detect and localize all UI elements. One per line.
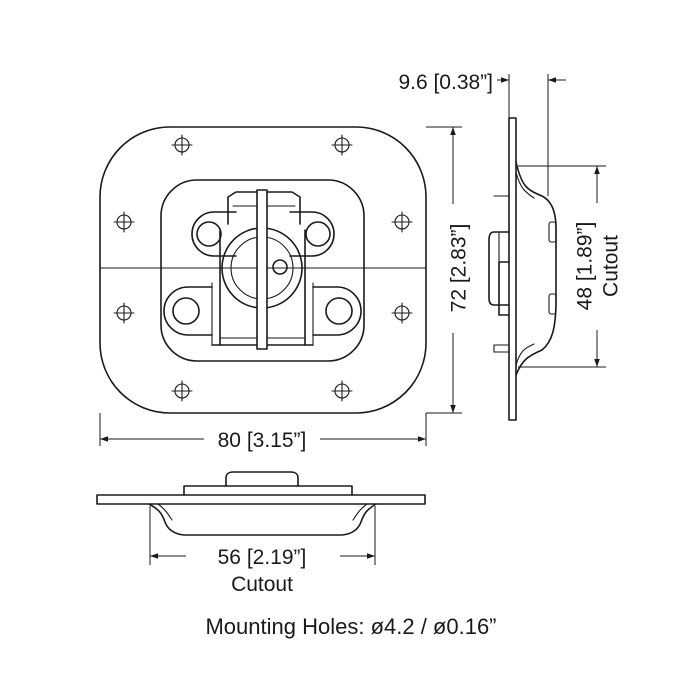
recess-dish <box>160 179 365 362</box>
cutout-width-note: Cutout <box>231 573 293 596</box>
handle-bar <box>256 189 268 350</box>
mounting-hole-icon <box>113 211 135 233</box>
mounting-hole-icon <box>171 134 193 156</box>
front-view <box>99 126 427 414</box>
dimension-lines <box>99 74 606 565</box>
mounting-hole-icon <box>391 211 413 233</box>
thickness-label: 9.6 [0.38”] <box>398 71 493 94</box>
cutout-height-note: Cutout <box>600 235 623 297</box>
cutout-width-label: 56 [2.19”] <box>218 546 307 569</box>
bottom-view <box>96 471 426 536</box>
height-label: 72 [2.83”] <box>448 224 471 313</box>
side-dish-profile <box>515 161 557 376</box>
lower-lugs <box>163 286 362 336</box>
flange-plate <box>99 126 427 414</box>
latch-body <box>211 189 314 350</box>
width-label: 80 [3.15”] <box>218 429 307 452</box>
mounting-holes-note: Mounting Holes: ø4.2 / ø0.16” <box>205 614 496 639</box>
side-view <box>488 117 557 421</box>
side-latch-handle <box>488 195 510 353</box>
cutout-height-label: 48 [1.89”] <box>574 222 597 311</box>
mounting-hole-icon <box>391 302 413 324</box>
mounting-hole-icon <box>113 302 135 324</box>
mounting-hole-icon <box>331 380 353 402</box>
bottom-dish-profile <box>148 503 377 536</box>
cam-pin <box>272 259 288 275</box>
mounting-hole-icon <box>171 380 193 402</box>
upper-lugs <box>191 211 335 257</box>
mounting-hole-icon <box>331 134 353 156</box>
mounting-holes <box>113 134 413 402</box>
